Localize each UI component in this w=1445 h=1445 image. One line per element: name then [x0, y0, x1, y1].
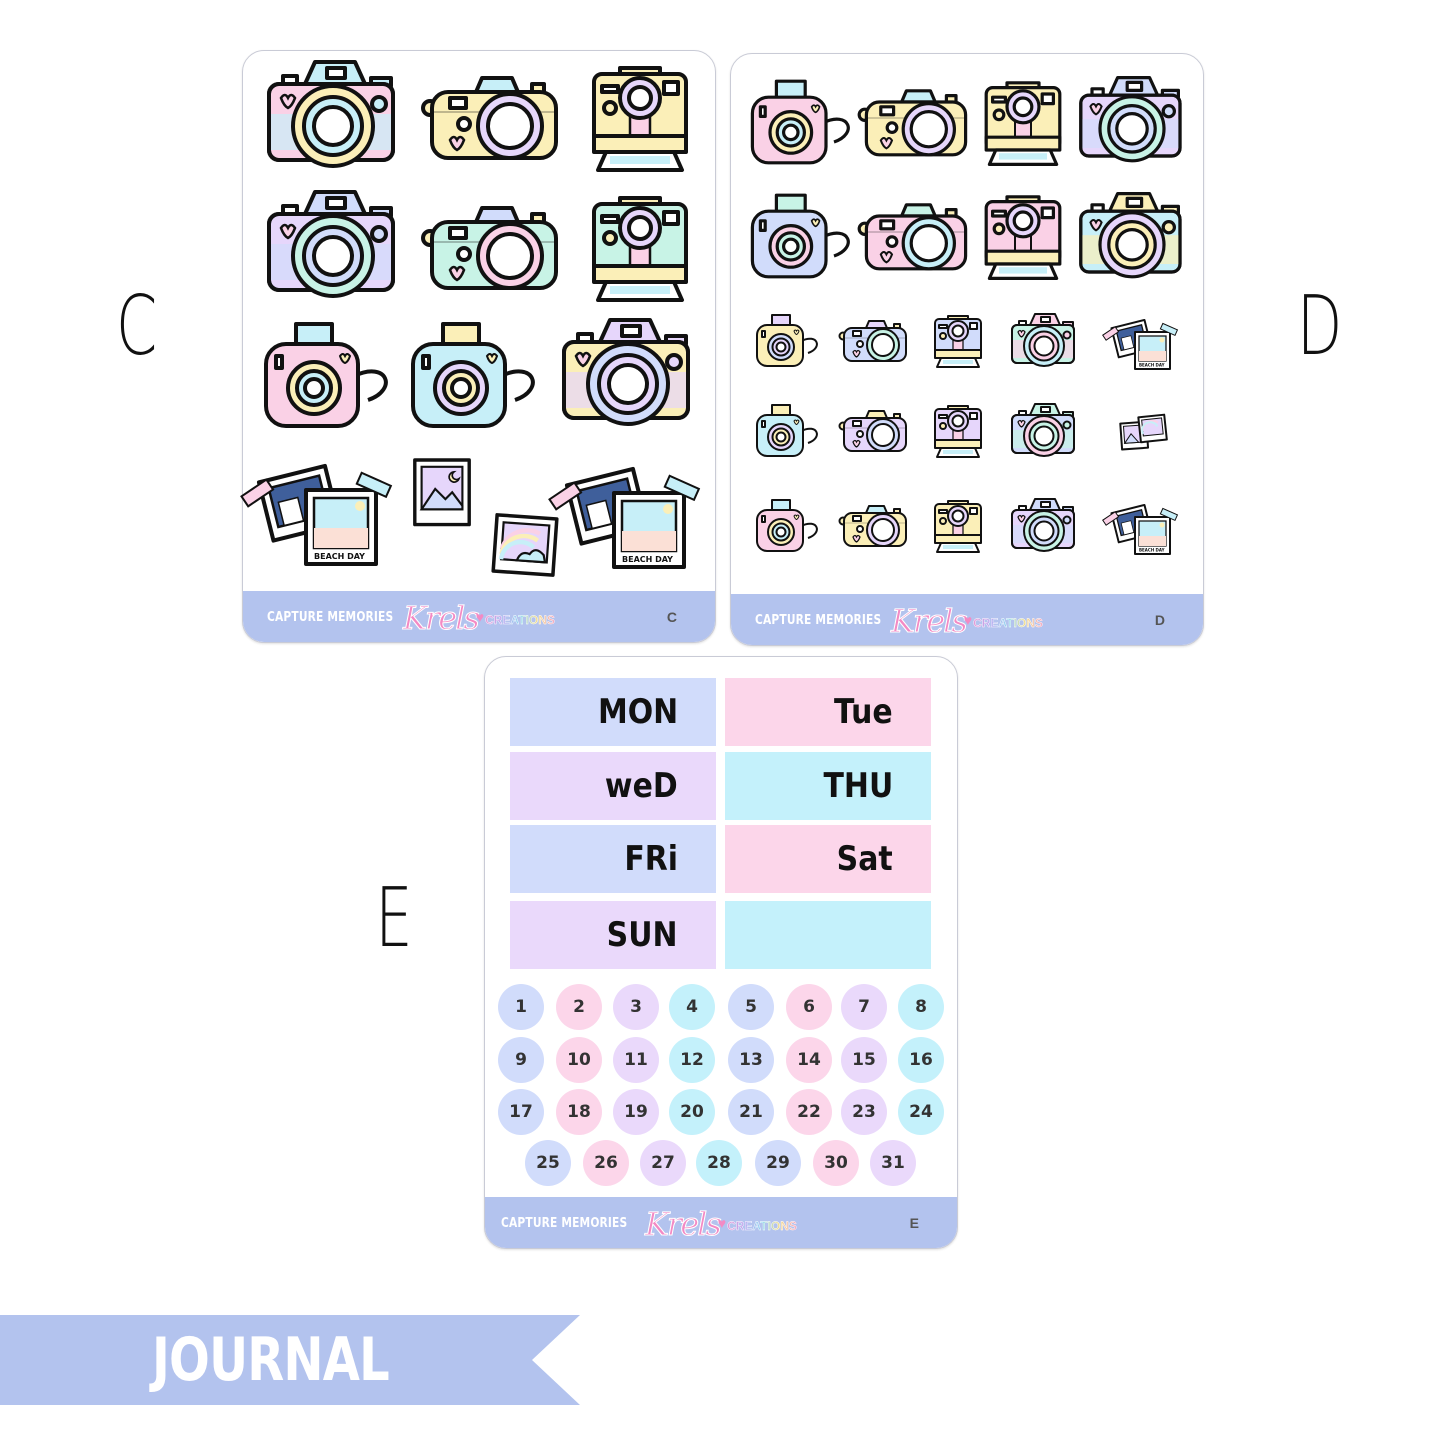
date-number-sticker[interactable]: 27: [640, 1140, 686, 1186]
date-number-sticker[interactable]: 13: [728, 1037, 774, 1083]
day-label-sticker[interactable]: FRi: [510, 825, 716, 893]
date-number-sticker[interactable]: 10: [556, 1037, 602, 1083]
sheet-c-letter: C: [116, 279, 158, 374]
date-number-sticker[interactable]: 8: [898, 984, 944, 1030]
day-label-text: Sat: [836, 839, 893, 879]
day-label-text: FRi: [624, 839, 678, 879]
date-number-sticker[interactable]: 24: [898, 1089, 944, 1135]
logo-word: CREATIONS: [485, 613, 555, 627]
date-number-sticker[interactable]: 31: [870, 1140, 916, 1186]
logo-script: Krels: [645, 1205, 723, 1244]
heart-icon: ♥: [475, 609, 485, 625]
date-number-sticker[interactable]: 22: [786, 1089, 832, 1135]
day-label-sticker[interactable]: weD: [510, 752, 716, 820]
date-number-sticker[interactable]: 9: [498, 1037, 544, 1083]
day-label-sticker[interactable]: Sat: [725, 825, 931, 893]
brand-logo: Krels♥CREATIONS: [403, 597, 556, 638]
date-number-sticker[interactable]: 6: [786, 984, 832, 1030]
date-number-sticker[interactable]: 23: [841, 1089, 887, 1135]
journal-banner: JOURNAL: [0, 1315, 580, 1405]
logo-word: CREATIONS: [727, 1219, 797, 1233]
date-number-sticker[interactable]: 19: [613, 1089, 659, 1135]
sheet-code: E: [909, 1215, 919, 1231]
logo-word: CREATIONS: [973, 616, 1043, 630]
day-label-text: THU: [823, 766, 893, 806]
banner-label: JOURNAL: [152, 1325, 390, 1395]
heart-icon: ♥: [717, 1215, 727, 1231]
day-label-sticker[interactable]: [725, 901, 931, 969]
sheet-footer: CAPTURE MEMORIES Krels♥CREATIONS E: [485, 1197, 957, 1248]
sheet-code: C: [666, 609, 677, 625]
day-label-text: Tue: [834, 692, 893, 732]
series-title: CAPTURE MEMORIES: [755, 613, 882, 628]
date-number-sticker[interactable]: 28: [696, 1140, 742, 1186]
day-label-sticker[interactable]: THU: [725, 752, 931, 820]
day-label-sticker[interactable]: MON: [510, 678, 716, 746]
brand-logo: Krels♥CREATIONS: [645, 1203, 798, 1244]
date-number-sticker[interactable]: 14: [786, 1037, 832, 1083]
date-number-sticker[interactable]: 5: [728, 984, 774, 1030]
date-number-sticker[interactable]: 29: [755, 1140, 801, 1186]
series-title: CAPTURE MEMORIES: [267, 610, 394, 625]
date-number-sticker[interactable]: 30: [813, 1140, 859, 1186]
date-number-sticker[interactable]: 12: [669, 1037, 715, 1083]
date-number-sticker[interactable]: 1: [498, 984, 544, 1030]
date-number-sticker[interactable]: 26: [583, 1140, 629, 1186]
date-number-sticker[interactable]: 2: [556, 984, 602, 1030]
sticker-sheet-d[interactable]: CAPTURE MEMORIES Krels♥CREATIONS D: [730, 53, 1204, 646]
sheet-e-letter: E: [375, 871, 413, 966]
date-number-sticker[interactable]: 3: [613, 984, 659, 1030]
brand-logo: Krels♥CREATIONS: [891, 600, 1044, 641]
sheet-code: D: [1154, 612, 1165, 628]
day-label-text: MON: [597, 692, 678, 732]
sheet-d-letter: D: [1296, 279, 1343, 374]
date-number-sticker[interactable]: 17: [498, 1089, 544, 1135]
date-number-sticker[interactable]: 7: [841, 984, 887, 1030]
day-label-sticker[interactable]: Tue: [725, 678, 931, 746]
day-label-text: weD: [605, 766, 678, 806]
series-title: CAPTURE MEMORIES: [501, 1216, 628, 1231]
logo-script: Krels: [403, 599, 481, 638]
date-number-sticker[interactable]: 20: [669, 1089, 715, 1135]
date-number-sticker[interactable]: 15: [841, 1037, 887, 1083]
date-number-sticker[interactable]: 11: [613, 1037, 659, 1083]
day-label-sticker[interactable]: SUN: [510, 901, 716, 969]
day-label-text: SUN: [607, 915, 678, 955]
logo-script: Krels: [891, 602, 969, 641]
sheet-footer: CAPTURE MEMORIES Krels♥CREATIONS C: [243, 591, 715, 642]
sticker-sheet-e[interactable]: CAPTURE MEMORIES Krels♥CREATIONS E MON Tu…: [484, 656, 958, 1249]
date-number-sticker[interactable]: 16: [898, 1037, 944, 1083]
sheet-footer: CAPTURE MEMORIES Krels♥CREATIONS D: [731, 594, 1203, 645]
date-number-sticker[interactable]: 18: [556, 1089, 602, 1135]
date-number-sticker[interactable]: 21: [728, 1089, 774, 1135]
date-number-sticker[interactable]: 25: [525, 1140, 571, 1186]
heart-icon: ♥: [963, 612, 973, 628]
sticker-sheet-c[interactable]: CAPTURE MEMORIES Krels♥CREATIONS C: [242, 50, 716, 643]
date-number-sticker[interactable]: 4: [669, 984, 715, 1030]
